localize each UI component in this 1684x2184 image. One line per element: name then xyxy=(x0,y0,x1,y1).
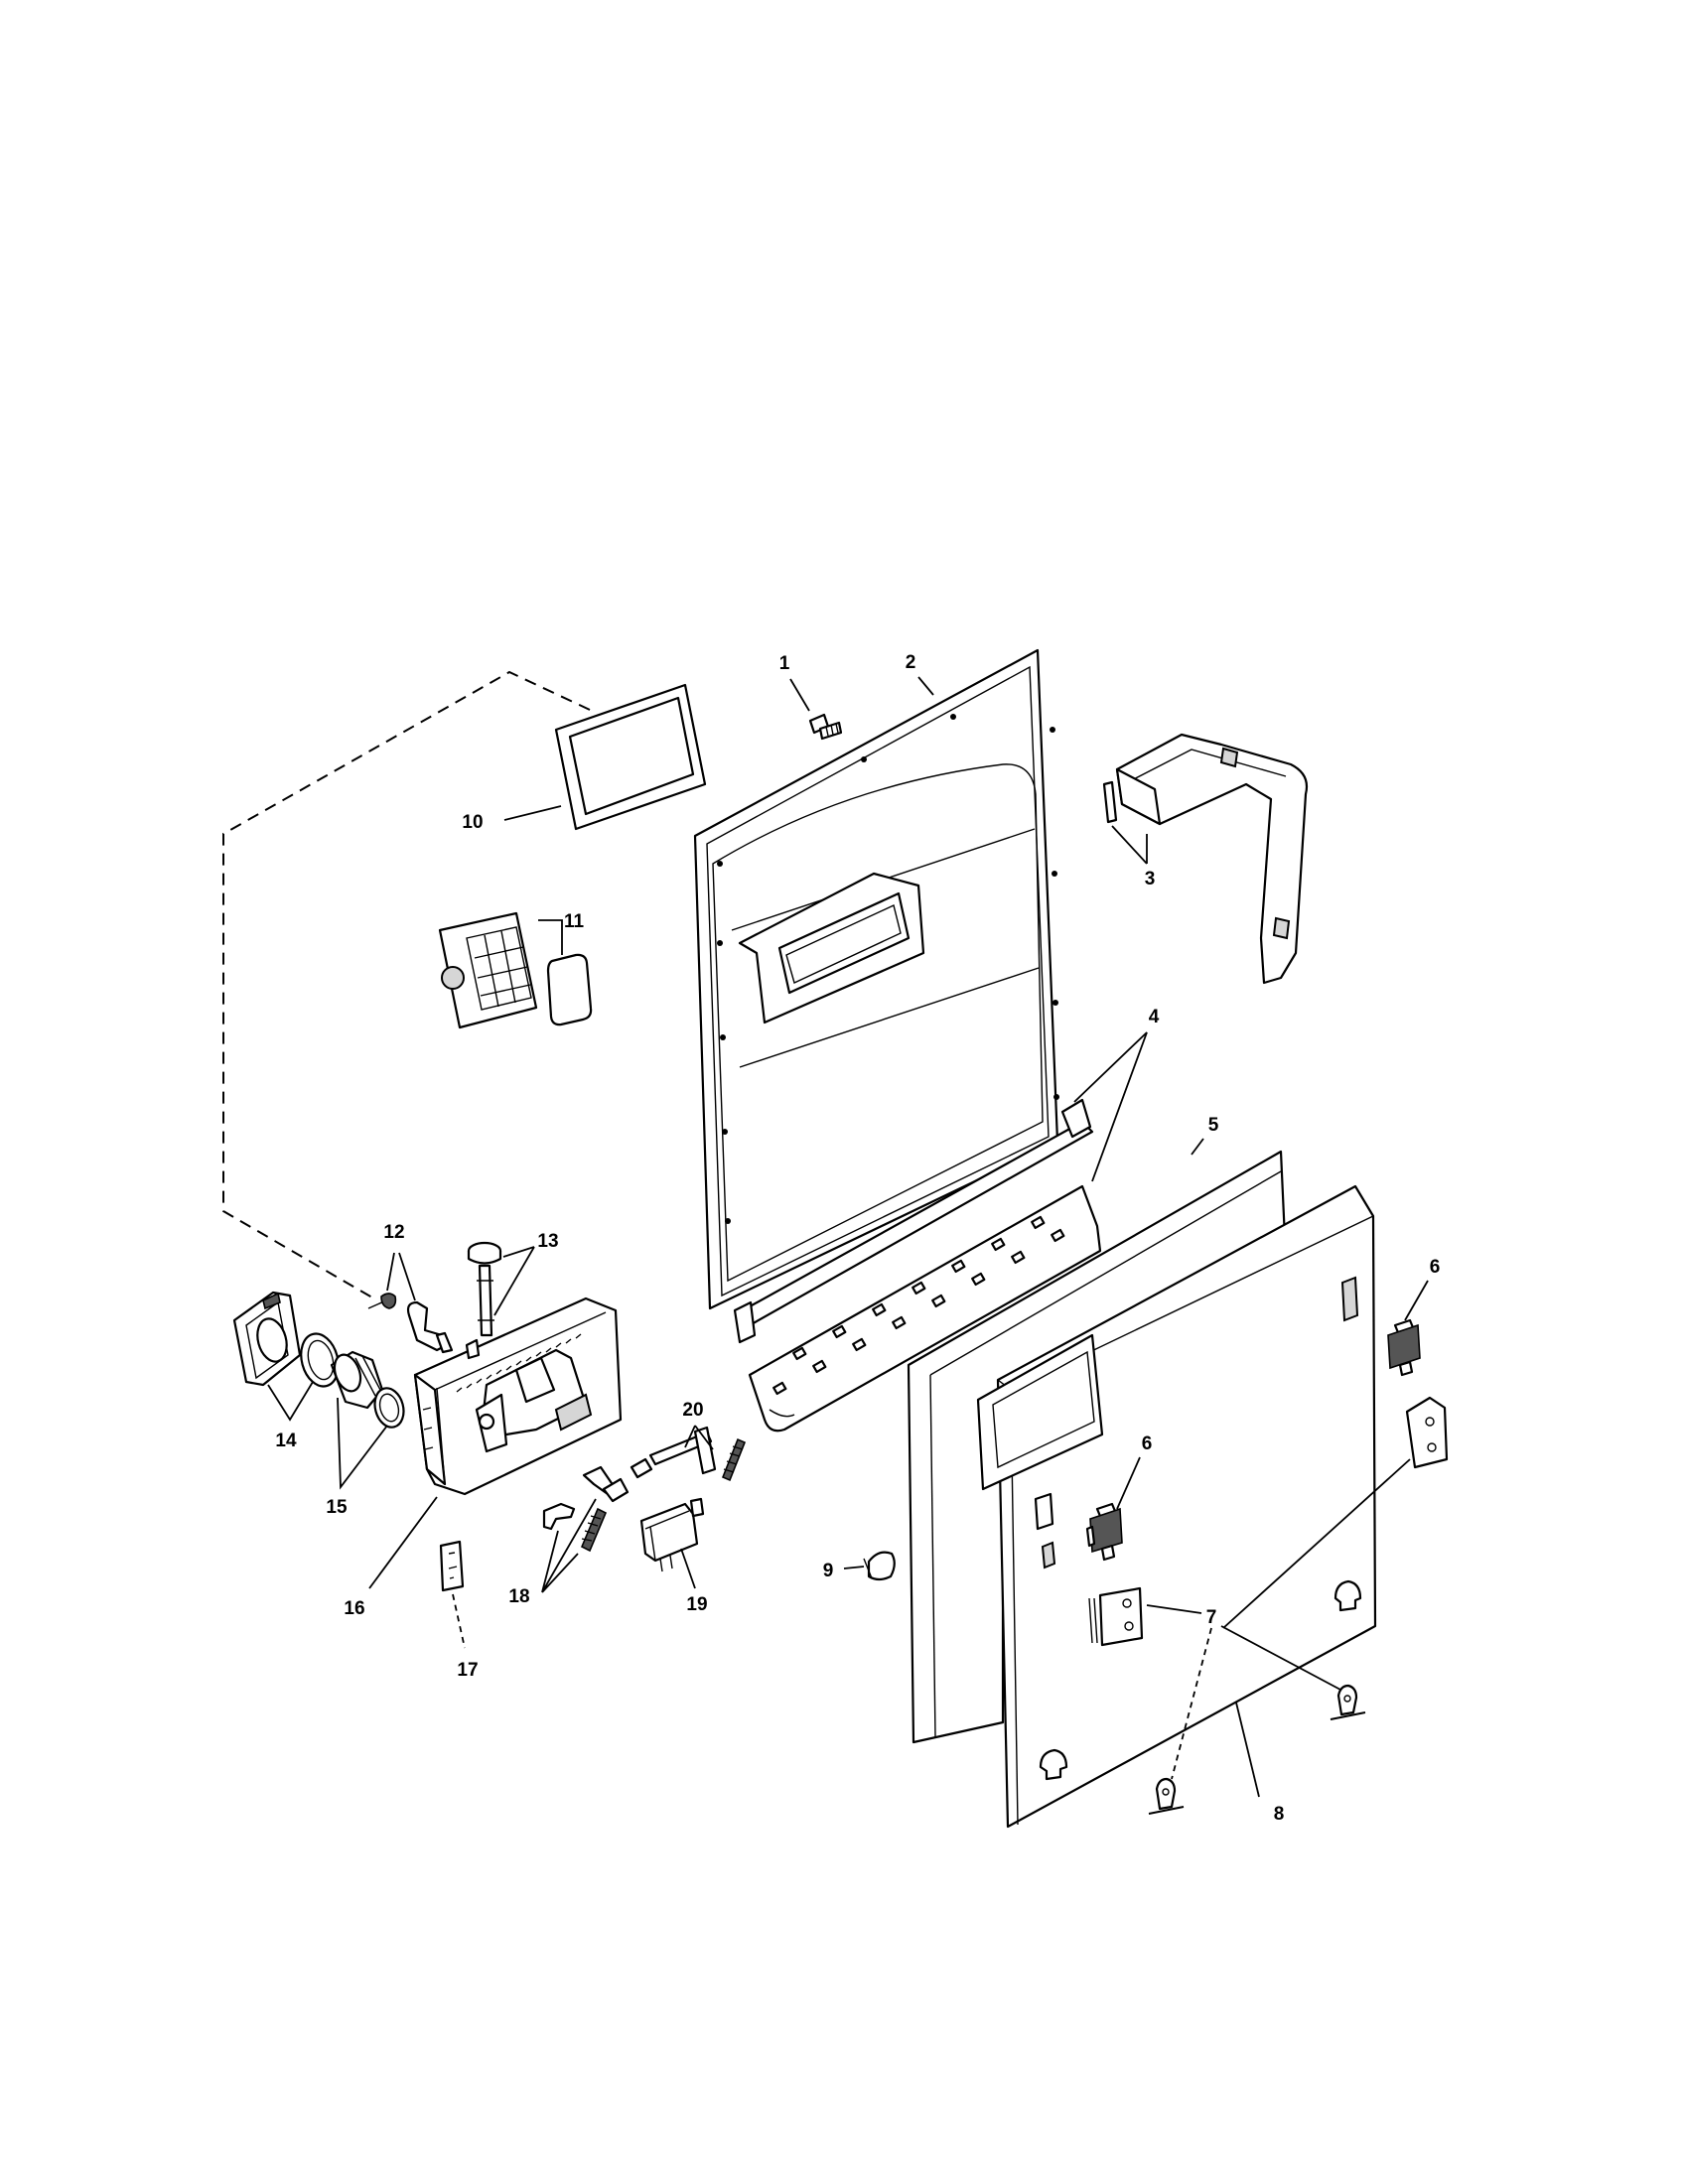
leader-9 xyxy=(843,1566,865,1570)
callout-11: 11 xyxy=(564,911,585,932)
leader-12 xyxy=(386,1252,416,1301)
leader-3 xyxy=(1111,825,1148,865)
callout-9: 9 xyxy=(823,1561,834,1581)
dispenser-label xyxy=(439,1540,465,1592)
callout-19: 19 xyxy=(686,1594,707,1615)
hinge-clip-bottom-right xyxy=(1330,1684,1366,1720)
leader-8 xyxy=(1235,1702,1260,1798)
callout-14: 14 xyxy=(275,1431,297,1451)
latch-lever-and-spring xyxy=(630,1426,747,1482)
outer-door-panel xyxy=(976,1184,1377,1829)
door-switch xyxy=(639,1497,705,1572)
callout-5: 5 xyxy=(1208,1115,1219,1136)
rinse-cap-and-rod xyxy=(467,1241,502,1337)
latch-parts-and-springs xyxy=(542,1465,630,1553)
leader-5 xyxy=(1191,1138,1204,1156)
leader-6-right xyxy=(1404,1280,1429,1321)
callout-17: 17 xyxy=(457,1660,478,1681)
detergent-seal xyxy=(300,1332,340,1388)
dispenser-gasket xyxy=(554,683,707,831)
callout-13: 13 xyxy=(537,1231,558,1252)
leader-1 xyxy=(789,678,810,712)
hinge-trim-strip xyxy=(733,1098,1102,1433)
leader-19 xyxy=(680,1548,696,1589)
door-bumper xyxy=(863,1551,896,1581)
hinge-plate-right xyxy=(1405,1396,1449,1469)
callout-6-right: 6 xyxy=(1430,1257,1441,1278)
leader-7-dashed xyxy=(1171,1627,1212,1780)
hinge-clip-bottom-left xyxy=(1148,1777,1185,1815)
callout-3: 3 xyxy=(1145,869,1156,889)
leader-11 xyxy=(538,919,563,955)
leader-13 xyxy=(493,1246,535,1316)
leader-7 xyxy=(1146,1458,1411,1691)
leader-20 xyxy=(684,1425,714,1450)
leader-4 xyxy=(1073,1031,1148,1182)
o-ring xyxy=(373,1387,405,1429)
leader-16 xyxy=(368,1496,438,1589)
door-hinge-bracket-center xyxy=(1085,1502,1123,1562)
callout-7: 7 xyxy=(1206,1607,1217,1628)
callout-20: 20 xyxy=(682,1400,703,1421)
callout-16: 16 xyxy=(344,1598,364,1619)
leader-15 xyxy=(337,1397,388,1490)
callout-8: 8 xyxy=(1274,1804,1285,1825)
leader-14 xyxy=(267,1381,314,1422)
leader-6-center xyxy=(1116,1456,1141,1510)
dispenser-assembly xyxy=(413,1297,623,1496)
leader-2 xyxy=(917,676,934,696)
callout-6-center: 6 xyxy=(1142,1433,1153,1454)
callout-15: 15 xyxy=(326,1497,348,1518)
callout-1: 1 xyxy=(779,653,790,674)
dispenser-group-dashed-boundary xyxy=(222,670,591,1301)
door-hinge-bracket-right xyxy=(1387,1318,1421,1377)
callout-10: 10 xyxy=(462,812,483,833)
rinse-aid-cap xyxy=(330,1350,384,1410)
callout-2: 2 xyxy=(906,652,916,673)
door-vent-bracket xyxy=(1102,733,1309,985)
spring-and-lever xyxy=(367,1293,454,1354)
screw xyxy=(808,713,843,741)
leader-10 xyxy=(503,805,562,821)
detergent-cover xyxy=(232,1291,302,1387)
leader-17-dashed xyxy=(452,1593,466,1649)
hinge-plate-center xyxy=(1088,1586,1144,1647)
inner-door-panel xyxy=(693,648,1059,1310)
callout-18: 18 xyxy=(508,1586,529,1607)
leader-18 xyxy=(541,1498,597,1593)
callout-12: 12 xyxy=(383,1222,404,1243)
callout-4: 4 xyxy=(1149,1007,1160,1027)
rinse-aid-cover xyxy=(438,911,593,1029)
